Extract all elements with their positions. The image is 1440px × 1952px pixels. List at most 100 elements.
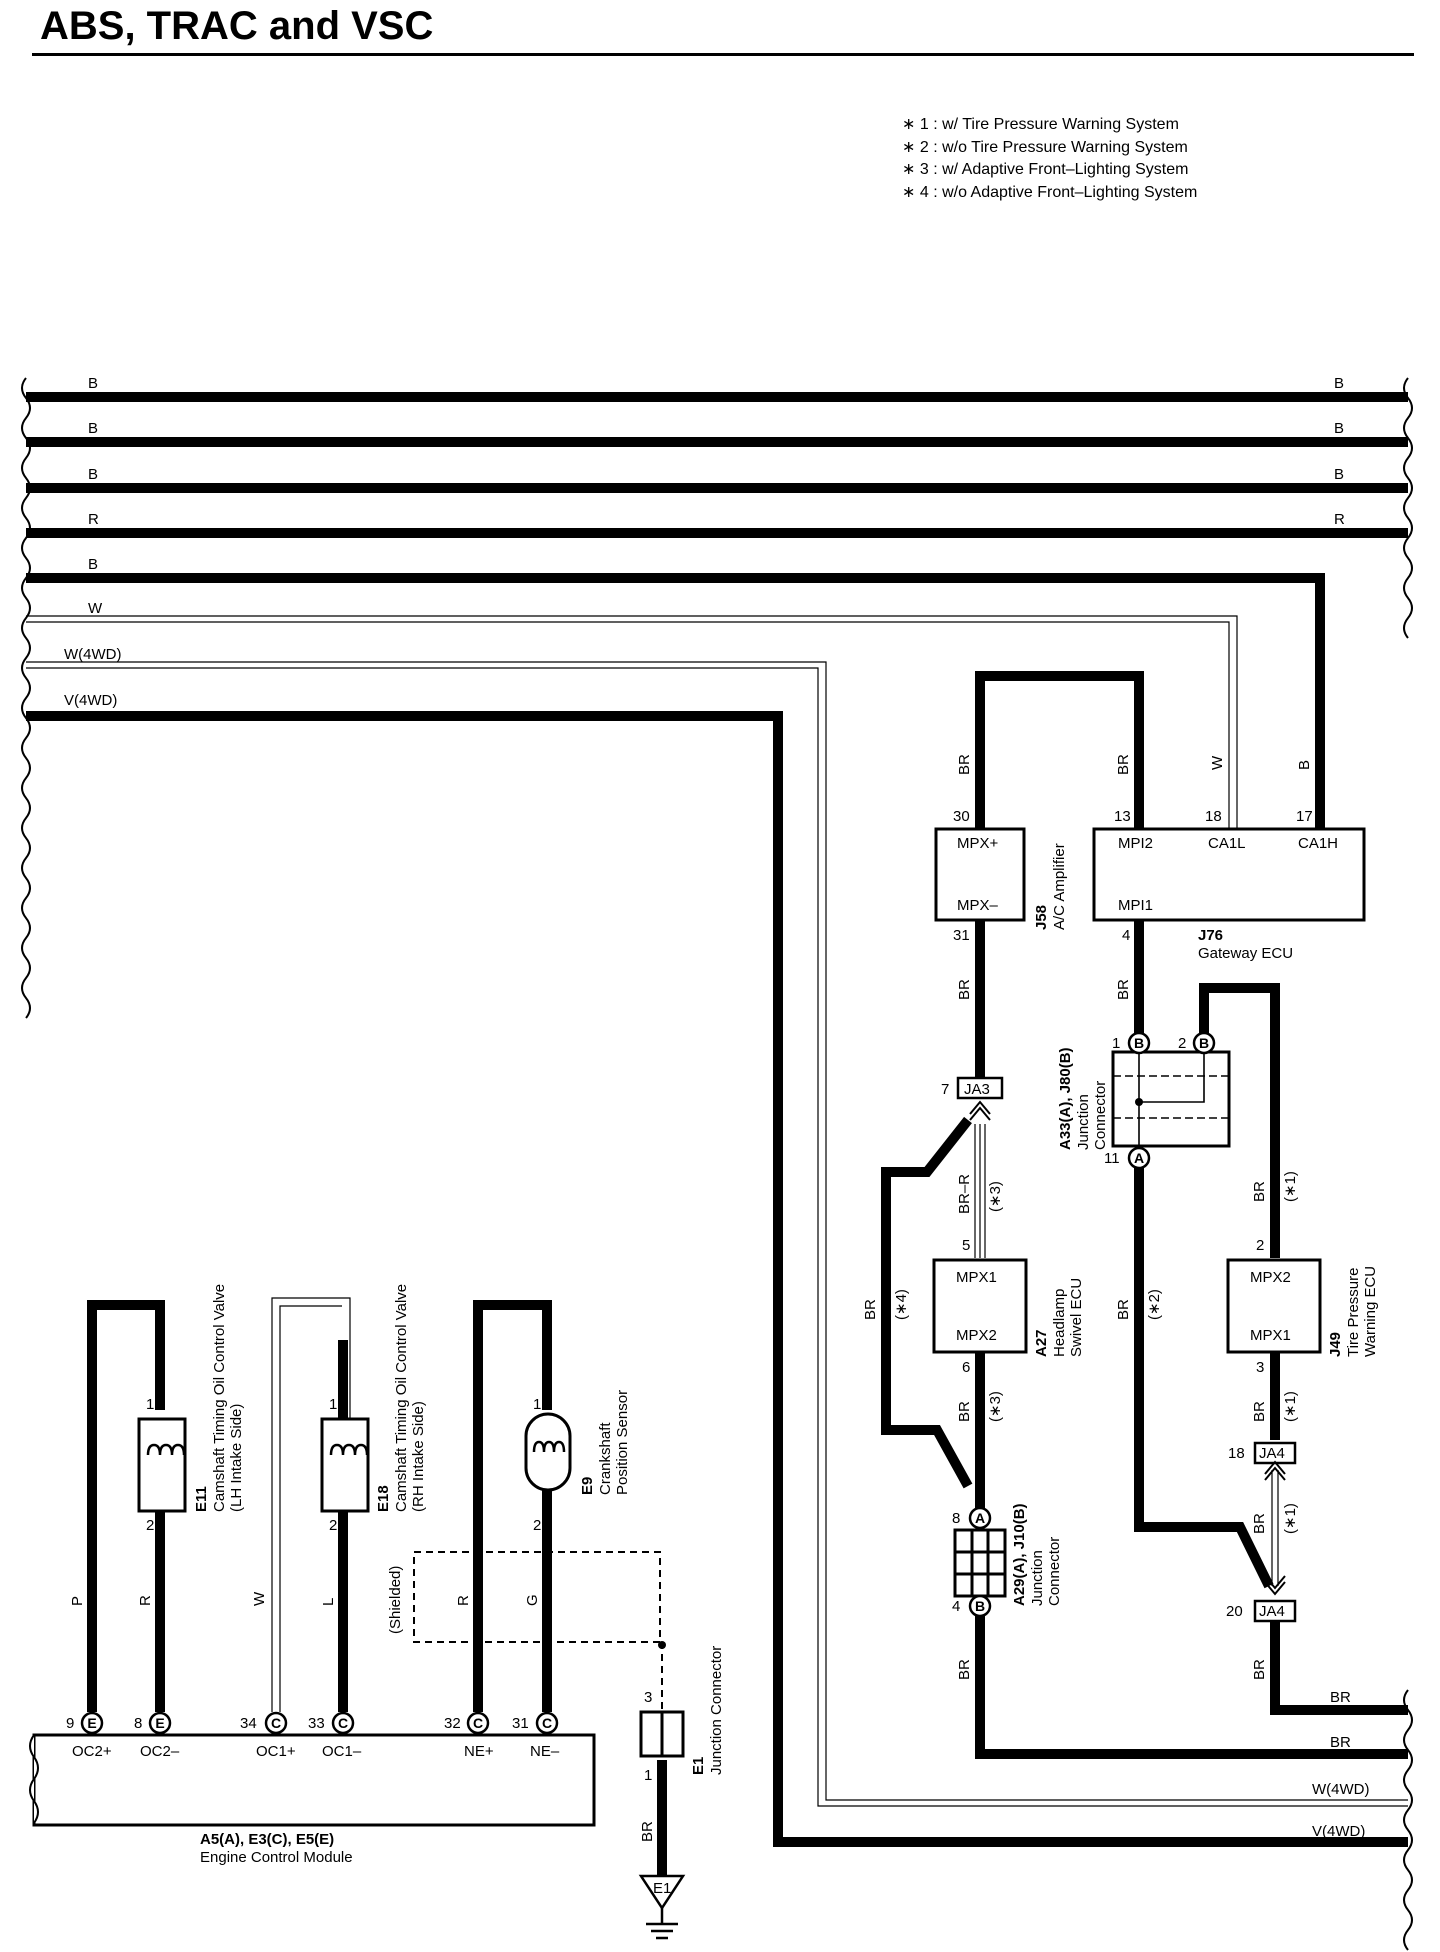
svg-text:BR: BR	[862, 1299, 879, 1320]
label-r-right: R	[1334, 511, 1345, 528]
label-b1-left: B	[88, 375, 98, 392]
label-w4wd-left: W(4WD)	[64, 646, 121, 663]
svg-text:3: 3	[1256, 1359, 1264, 1376]
label-b4-left: B	[88, 556, 98, 573]
wire-r-e9	[473, 1300, 552, 1712]
svg-text:(∗1): (∗1)	[1282, 1503, 1299, 1534]
j76-box	[1092, 827, 1366, 922]
label-b3-right: B	[1334, 466, 1344, 483]
wire-br-bypass	[881, 1116, 973, 1489]
svg-text:NE–: NE–	[530, 1743, 560, 1760]
svg-text:5: 5	[962, 1237, 970, 1254]
ecm-box-wave	[29, 1734, 39, 1824]
svg-text:J49: J49	[1327, 1332, 1344, 1357]
svg-text:18: 18	[1205, 808, 1222, 825]
page-title: ABS, TRAC and VSC	[40, 4, 434, 48]
svg-text:L: L	[320, 1598, 337, 1606]
svg-text:A29(A), J10(B): A29(A), J10(B)	[1011, 1503, 1028, 1606]
shielded-label: (Shielded)	[387, 1566, 404, 1634]
svg-text:A27: A27	[1033, 1329, 1050, 1357]
svg-text:18: 18	[1228, 1445, 1245, 1462]
svg-text:1: 1	[146, 1396, 154, 1413]
svg-text:E9: E9	[579, 1477, 596, 1495]
svg-text:Headlamp: Headlamp	[1051, 1289, 1068, 1357]
svg-text:(∗2): (∗2)	[1146, 1289, 1163, 1320]
e11-box	[137, 1417, 187, 1513]
component-text: 30 31 MPX+ MPX– 13 18 17 4 MPI2 CA1L CA1…	[66, 808, 1338, 1897]
svg-text:BR: BR	[956, 754, 973, 775]
note-2: ∗ 2 : w/o Tire Pressure Warning System	[902, 138, 1188, 156]
label-b2-right: B	[1334, 420, 1344, 437]
svg-text:3: 3	[644, 1689, 652, 1706]
note-1: ∗ 1 : w/ Tire Pressure Warning System	[902, 116, 1179, 133]
j58-pin-top: 30	[953, 808, 970, 825]
svg-text:1: 1	[329, 1396, 337, 1413]
svg-text:Warning ECU: Warning ECU	[1362, 1266, 1379, 1357]
svg-text:Crankshaft: Crankshaft	[597, 1422, 614, 1495]
svg-text:4: 4	[1122, 927, 1130, 944]
svg-text:7: 7	[941, 1081, 949, 1098]
a29-box	[953, 1528, 1007, 1598]
rotated-labels: BR BR W B BR BR BR–R (∗3) BR (∗4) BR (∗3…	[69, 754, 1379, 1842]
svg-text:17: 17	[1296, 808, 1313, 825]
svg-text:A: A	[1134, 1150, 1144, 1166]
svg-text:OC1+: OC1+	[256, 1743, 296, 1760]
svg-text:(∗1): (∗1)	[1282, 1391, 1299, 1422]
svg-text:MPX1: MPX1	[1250, 1327, 1291, 1344]
thick-wires	[26, 392, 1408, 1882]
svg-text:33: 33	[308, 1715, 325, 1732]
svg-text:MPX2: MPX2	[1250, 1269, 1291, 1286]
svg-text:A/C Amplifier: A/C Amplifier	[1051, 843, 1068, 930]
j76-code: J76	[1198, 927, 1223, 944]
svg-text:(∗4): (∗4)	[893, 1289, 910, 1320]
label-v4wd-left: V(4WD)	[64, 692, 117, 709]
svg-text:C: C	[271, 1715, 281, 1731]
svg-text:C: C	[338, 1715, 348, 1731]
svg-text:C: C	[542, 1715, 552, 1731]
svg-text:BR: BR	[1115, 979, 1132, 1000]
svg-text:2: 2	[146, 1517, 154, 1534]
label-r-left: R	[88, 511, 99, 528]
svg-text:A33(A), J80(B): A33(A), J80(B)	[1057, 1047, 1074, 1150]
label-b1-right: B	[1334, 375, 1344, 392]
label-br-bus1: BR	[1330, 1689, 1351, 1706]
svg-text:32: 32	[444, 1715, 461, 1732]
label-br-bus2: BR	[1330, 1734, 1351, 1751]
svg-text:Swivel ECU: Swivel ECU	[1068, 1278, 1085, 1357]
svg-text:B: B	[1134, 1035, 1144, 1051]
e18-box	[320, 1417, 370, 1513]
bus-wire-w-outer	[26, 615, 1238, 832]
svg-text:2: 2	[1178, 1035, 1186, 1052]
a33-junction-dot	[1135, 1098, 1143, 1106]
svg-text:BR: BR	[639, 1821, 656, 1842]
svg-text:E11: E11	[193, 1486, 210, 1512]
svg-text:8: 8	[134, 1715, 142, 1732]
bus-wire-w4wd-inner	[26, 667, 1408, 1807]
svg-text:Tire Pressure: Tire Pressure	[1345, 1268, 1362, 1357]
svg-text:2: 2	[329, 1517, 337, 1534]
svg-text:JA3: JA3	[964, 1081, 990, 1098]
bus-wire-w-inner	[26, 621, 1230, 832]
thin-wires	[26, 615, 1408, 1807]
svg-text:31: 31	[512, 1715, 529, 1732]
svg-text:JA4: JA4	[1259, 1445, 1285, 1462]
svg-text:(∗1): (∗1)	[1282, 1171, 1299, 1202]
j58-bottom-label: MPX–	[957, 897, 999, 914]
svg-text:R: R	[455, 1595, 472, 1606]
svg-text:E: E	[87, 1715, 96, 1731]
svg-text:MPI2: MPI2	[1118, 835, 1153, 852]
svg-text:BR: BR	[1251, 1659, 1268, 1680]
ja-boxes	[956, 1076, 1297, 1623]
svg-text:Connector: Connector	[1092, 1081, 1109, 1150]
wire-br-a33-j49	[1199, 983, 1280, 1258]
svg-text:P: P	[69, 1596, 86, 1606]
svg-text:Junction Connector: Junction Connector	[708, 1646, 725, 1775]
svg-text:Junction: Junction	[1029, 1550, 1046, 1606]
svg-text:Connector: Connector	[1046, 1537, 1063, 1606]
bus-wire-ends	[21, 377, 1413, 1951]
svg-text:E18: E18	[375, 1485, 392, 1512]
svg-text:8: 8	[952, 1510, 960, 1527]
label-w4wd-right: W(4WD)	[1312, 1781, 1369, 1798]
note-4: ∗ 4 : w/o Adaptive Front–Lighting System	[902, 183, 1198, 201]
